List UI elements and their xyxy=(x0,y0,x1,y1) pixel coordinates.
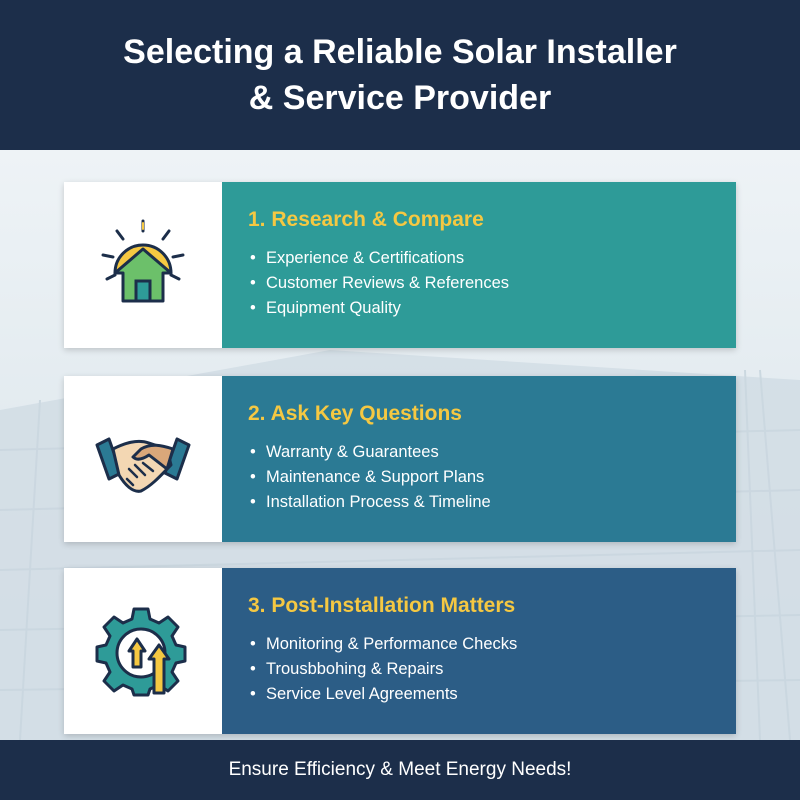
bullet-list: Warranty & Guarantees Maintenance & Supp… xyxy=(248,440,736,515)
list-item: Warranty & Guarantees xyxy=(250,440,736,465)
card-ask-key-questions: 2. Ask Key Questions Warranty & Guarante… xyxy=(64,376,736,542)
card-icon-panel xyxy=(64,182,222,348)
list-item: Experience & Certifications xyxy=(250,246,736,271)
list-item: Installation Process & Timeline xyxy=(250,490,736,515)
card-icon-panel xyxy=(64,376,222,542)
bullet-list: Monitoring & Performance Checks Trousbbo… xyxy=(248,632,736,707)
list-item: Equipment Quality xyxy=(250,296,736,321)
list-item: Trousbbohing & Repairs xyxy=(250,657,736,682)
card-title: 2. Ask Key Questions xyxy=(248,402,462,425)
list-item: Customer Reviews & References xyxy=(250,271,736,296)
card-title: 1. Research & Compare xyxy=(248,208,484,231)
bullet-list: Experience & Certifications Customer Rev… xyxy=(248,246,736,321)
card-body: 3. Post-Installation Matters Monitoring … xyxy=(222,568,736,734)
handshake-icon xyxy=(95,437,191,493)
card-research-compare: 1. Research & Compare Experience & Certi… xyxy=(64,182,736,348)
card-body: 2. Ask Key Questions Warranty & Guarante… xyxy=(222,376,736,542)
list-item: Monitoring & Performance Checks xyxy=(250,632,736,657)
card-post-installation: 3. Post-Installation Matters Monitoring … xyxy=(64,568,736,734)
footer-tagline: Ensure Efficiency & Meet Energy Needs! xyxy=(228,759,572,780)
list-item: Maintenance & Support Plans xyxy=(250,465,736,490)
card-title: 3. Post-Installation Matters xyxy=(248,594,516,617)
card-body: 1. Research & Compare Experience & Certi… xyxy=(222,182,736,348)
card-icon-panel xyxy=(64,568,222,734)
page-title: Selecting a Reliable Solar Installer & S… xyxy=(123,33,677,117)
footer-banner: Ensure Efficiency & Meet Energy Needs! xyxy=(0,740,800,800)
solar-house-icon xyxy=(101,219,185,303)
header-banner: Selecting a Reliable Solar Installer & S… xyxy=(0,0,800,150)
list-item: Service Level Agreements xyxy=(250,682,736,707)
gear-arrows-icon xyxy=(95,607,187,697)
